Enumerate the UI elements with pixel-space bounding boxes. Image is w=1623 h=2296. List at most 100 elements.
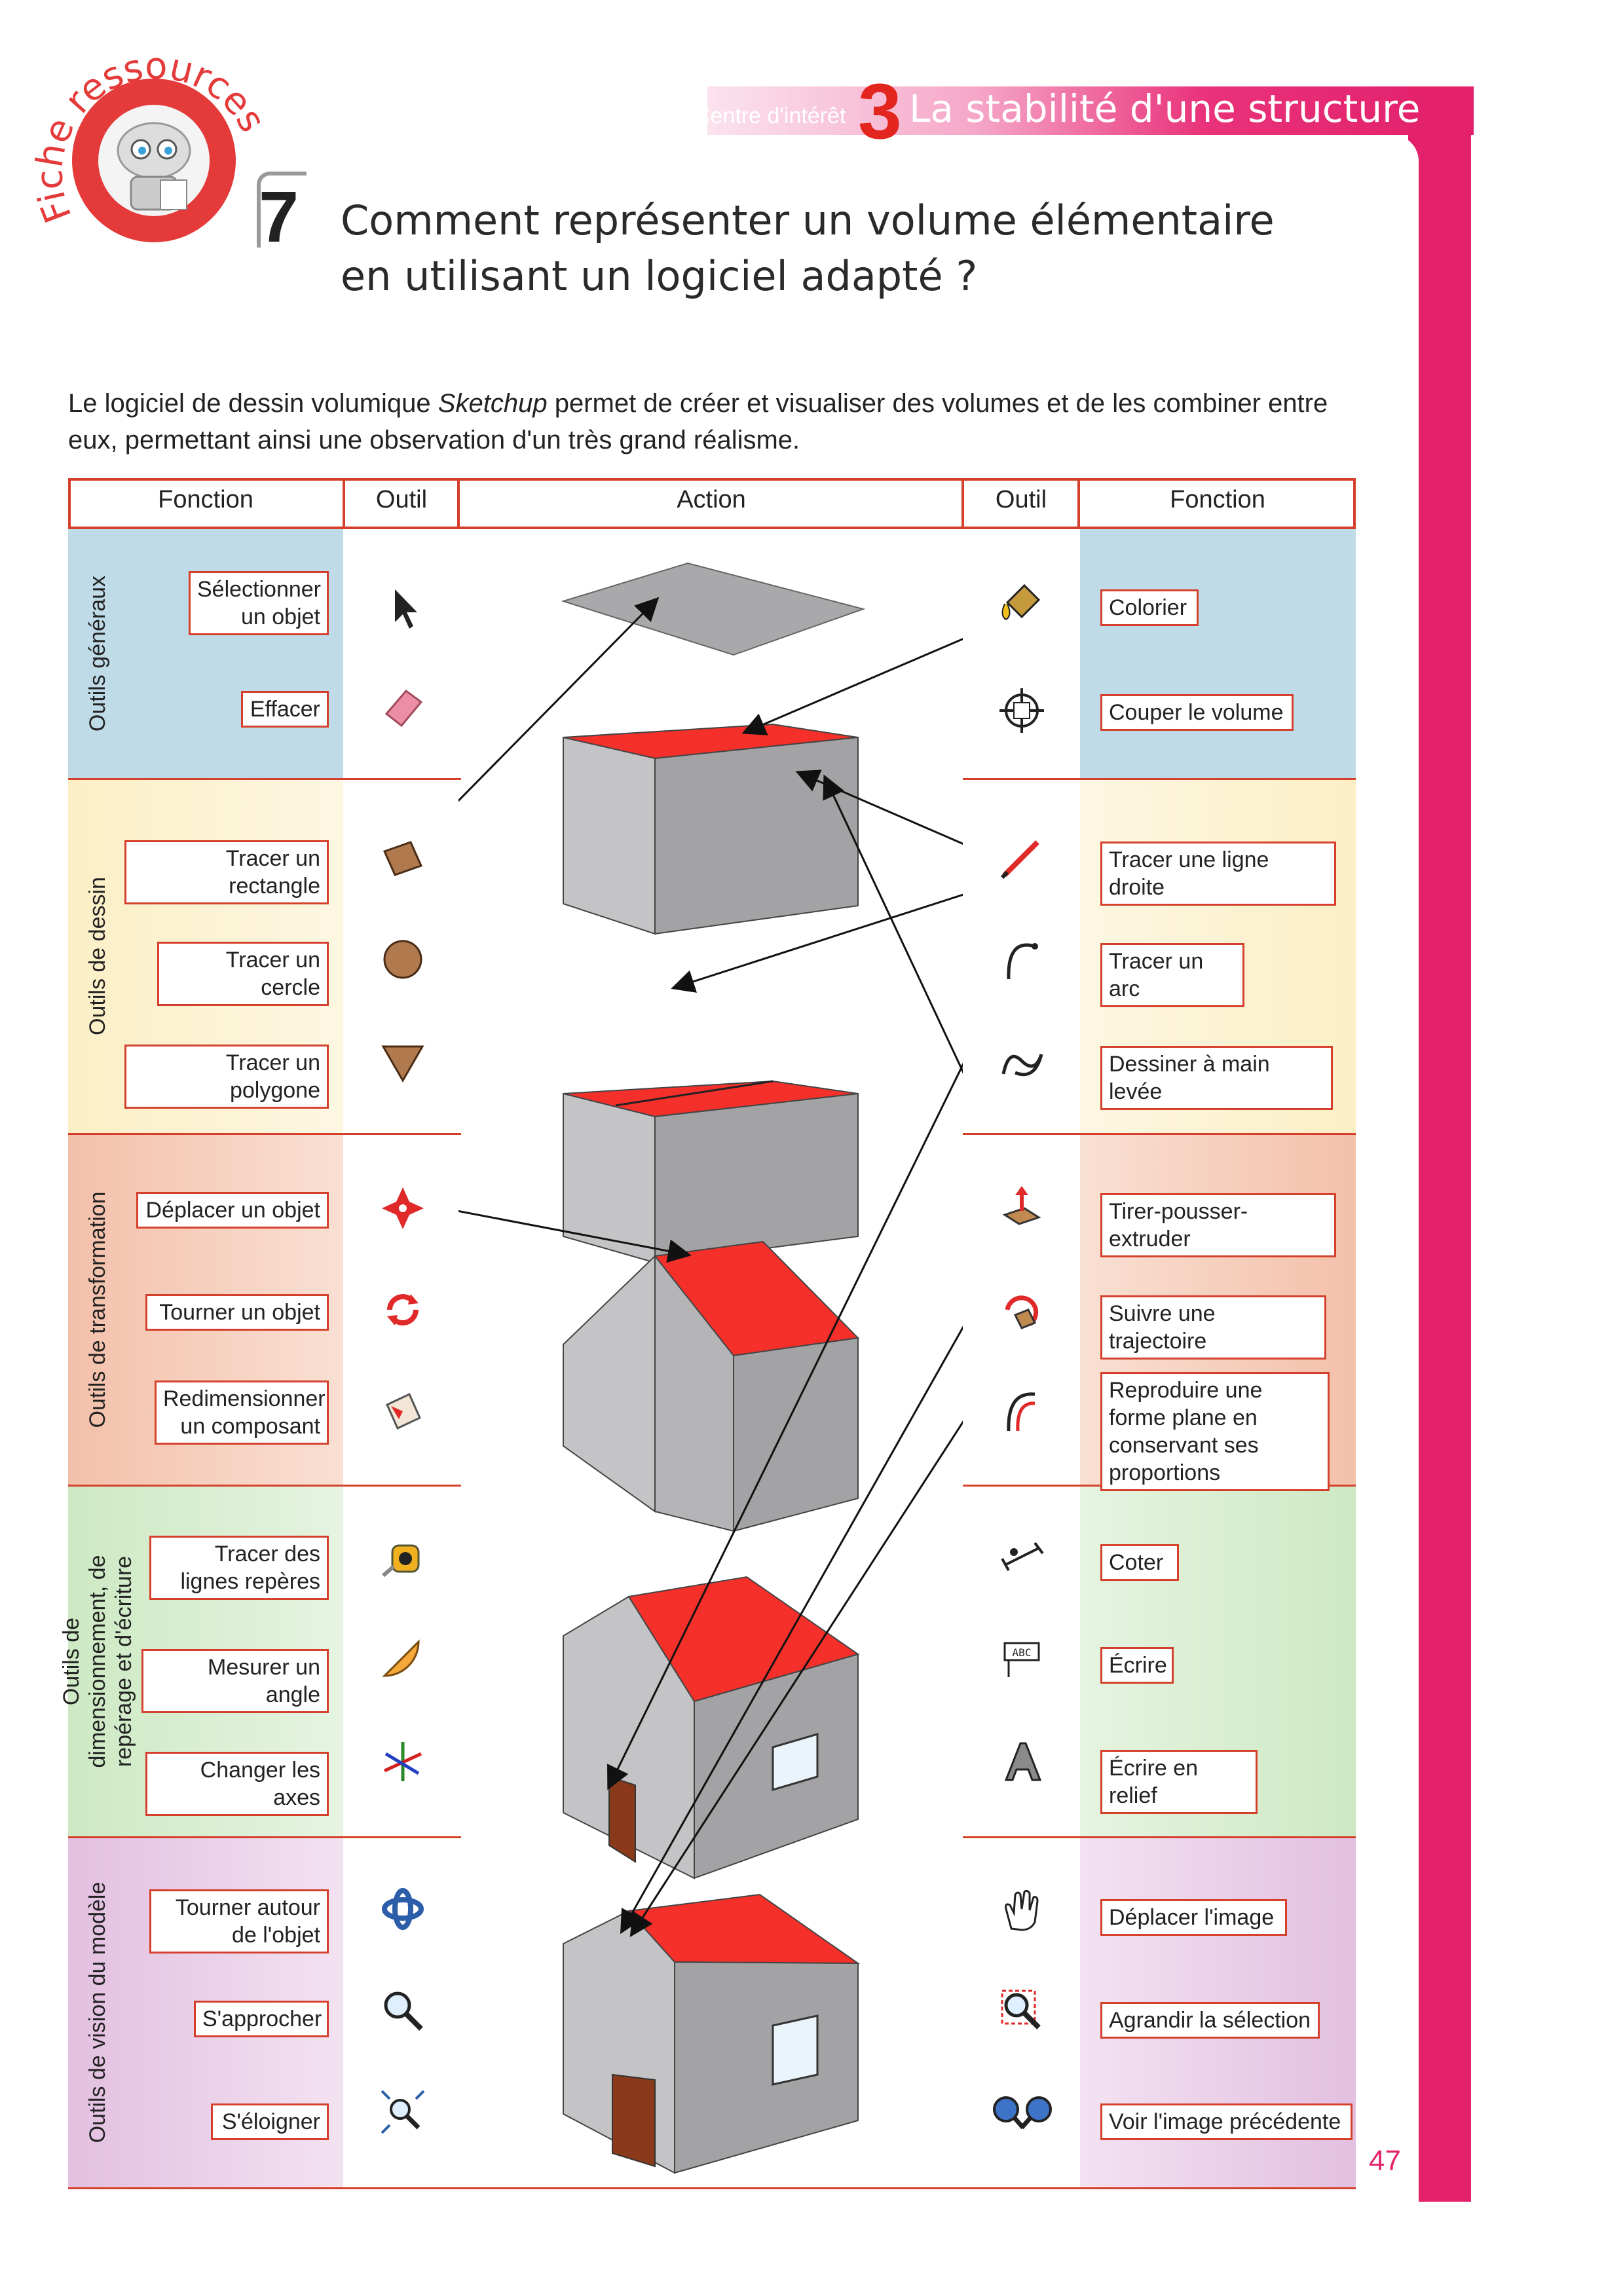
section-vision: Outils de vision du modèle — [68, 1838, 127, 2187]
header-bar — [707, 86, 1474, 135]
label-arc: Tracer un arc — [1100, 943, 1244, 1007]
fiche-ressources-badge-text: Fiche ressources — [28, 45, 262, 229]
label-polygone: Tracer un polygone — [124, 1045, 329, 1109]
label-sapprocher: S'approcher — [194, 2001, 329, 2037]
svg-text:Fiche ressources: Fiche ressources — [28, 45, 262, 229]
section-title: Outils généraux — [85, 575, 110, 732]
push-pull-icon — [1002, 1186, 1041, 1225]
intro-paragraph: Le logiciel de dessin volumique Sketchup… — [68, 385, 1378, 458]
tape-measure-icon — [382, 1544, 420, 1578]
label-tourner: Tourner un objet — [145, 1294, 329, 1331]
label-image-precedente: Voir l'image précédente — [1100, 2103, 1352, 2140]
circle-icon — [383, 940, 422, 979]
3d-text-icon — [1004, 1742, 1042, 1781]
flat-face — [561, 562, 866, 656]
connector-arrows — [458, 597, 963, 1938]
rectangle-icon — [382, 841, 423, 876]
header-title: La stabilité d'une structure — [909, 86, 1421, 131]
label-effacer: Effacer — [241, 691, 329, 728]
dimension-icon — [1001, 1542, 1044, 1571]
header-outil-right: Outil — [995, 486, 1047, 513]
header-action: Action — [677, 486, 746, 513]
page-number: 47 — [1369, 2145, 1401, 2177]
band-general-right — [1080, 529, 1356, 778]
right-margin-bar — [1408, 86, 1471, 2202]
label-ecrire-relief: Écrire en relief — [1100, 1750, 1258, 1814]
paint-bucket-icon — [1001, 583, 1041, 621]
question-number-frame — [257, 172, 307, 248]
question-number: 7 — [259, 177, 299, 257]
label-couper-volume: Couper le volume — [1100, 694, 1294, 731]
arc-icon — [1007, 943, 1038, 980]
header-separator — [1077, 478, 1080, 529]
section-title: Outils de dimensionnement, de repérage e… — [59, 1554, 136, 1768]
header-outil-left: Outil — [375, 486, 428, 513]
header-separator — [457, 478, 460, 529]
label-redimensionner: Redimensionner un composant — [155, 1380, 329, 1445]
section-dimension: Outils de dimensionnement, de repérage e… — [59, 1486, 136, 1836]
previous-view-icon — [993, 2096, 1052, 2130]
label-cercle: Tracer un cercle — [157, 942, 329, 1006]
box-split-top — [563, 1080, 859, 1264]
label-mesurer-angle: Mesurer un angle — [141, 1649, 329, 1713]
row-separator — [963, 1133, 1356, 1135]
svg-text:ABC: ABC — [1013, 1646, 1032, 1659]
label-colorier: Colorier — [1100, 589, 1199, 626]
label-reproduire-forme: Reproduire une forme plane en conservant… — [1100, 1372, 1330, 1491]
section-title: Outils de transformation — [85, 1191, 110, 1428]
zoom-window-icon — [1001, 1990, 1041, 2029]
zoom-icon — [384, 1991, 423, 2031]
label-ligne-droite: Tracer une ligne droite — [1100, 842, 1336, 906]
section-plane-icon — [999, 688, 1044, 733]
label-ecrire: Écrire — [1100, 1647, 1174, 1684]
pencil-line-icon — [1000, 840, 1039, 880]
header-separator — [343, 478, 345, 529]
label-seloigner: S'éloigner — [211, 2103, 329, 2140]
polygon-icon — [381, 1045, 424, 1083]
intro-text-after: permet de créer et visualiser des volume… — [68, 389, 1328, 454]
label-main-levee: Dessiner à main levée — [1100, 1046, 1333, 1110]
row-separator — [68, 1485, 461, 1487]
row-separator — [963, 778, 1356, 780]
band-general-left — [68, 529, 343, 778]
freehand-icon — [1001, 1054, 1043, 1077]
section-transformation: Outils de transformation — [68, 1134, 127, 1485]
label-deplacer: Déplacer un objet — [136, 1192, 329, 1229]
text-label-icon: ABC — [1003, 1642, 1040, 1677]
table-bottom-border — [68, 2187, 1356, 2189]
label-lignes-reperes: Tracer des lignes repères — [149, 1536, 329, 1600]
offset-icon — [1007, 1392, 1035, 1432]
label-deplacer-image: Déplacer l'image — [1100, 1899, 1287, 1936]
intro-software-name: Sketchup — [438, 389, 548, 418]
intro-text-before: Le logiciel de dessin volumique — [68, 389, 438, 418]
box-red-top — [563, 723, 859, 935]
scale-icon — [386, 1392, 421, 1430]
label-suivre-trajectoire: Suivre une trajectoire — [1100, 1295, 1326, 1360]
section-general: Outils généraux — [68, 529, 127, 778]
label-tourner-autour: Tourner autour de l'objet — [149, 1889, 329, 1953]
section-title: Outils de dessin — [85, 877, 110, 1035]
question-title-line2: en utilisant un logiciel adapté ? — [341, 252, 978, 300]
badge-text: Fiche ressources — [28, 45, 262, 229]
select-arrow-icon — [395, 589, 417, 629]
axes-icon — [383, 1742, 422, 1781]
row-separator — [963, 1836, 1356, 1838]
row-separator — [68, 1133, 461, 1135]
label-selectionner: Sélectionner un objet — [189, 571, 329, 635]
row-separator — [68, 778, 461, 780]
label-agrandir-selection: Agrandir la sélection — [1100, 2002, 1320, 2039]
protractor-icon — [382, 1639, 420, 1677]
pan-hand-icon — [1005, 1889, 1039, 1931]
label-rectangle: Tracer un rectangle — [124, 840, 329, 904]
move-icon — [382, 1187, 424, 1229]
house-final — [563, 1893, 861, 2174]
header-separator — [961, 478, 964, 529]
question-title-line1: Comment représenter un volume élémentair… — [341, 196, 1275, 244]
action-illustrations — [458, 562, 963, 2174]
header-centre-label: Centre d'intérêt — [694, 103, 846, 128]
house-door-window — [563, 1576, 860, 1879]
follow-me-icon — [1005, 1295, 1039, 1329]
rotate-icon — [387, 1294, 419, 1325]
label-coter: Coter — [1100, 1544, 1179, 1581]
header-fonction-left: Fonction — [158, 486, 253, 513]
